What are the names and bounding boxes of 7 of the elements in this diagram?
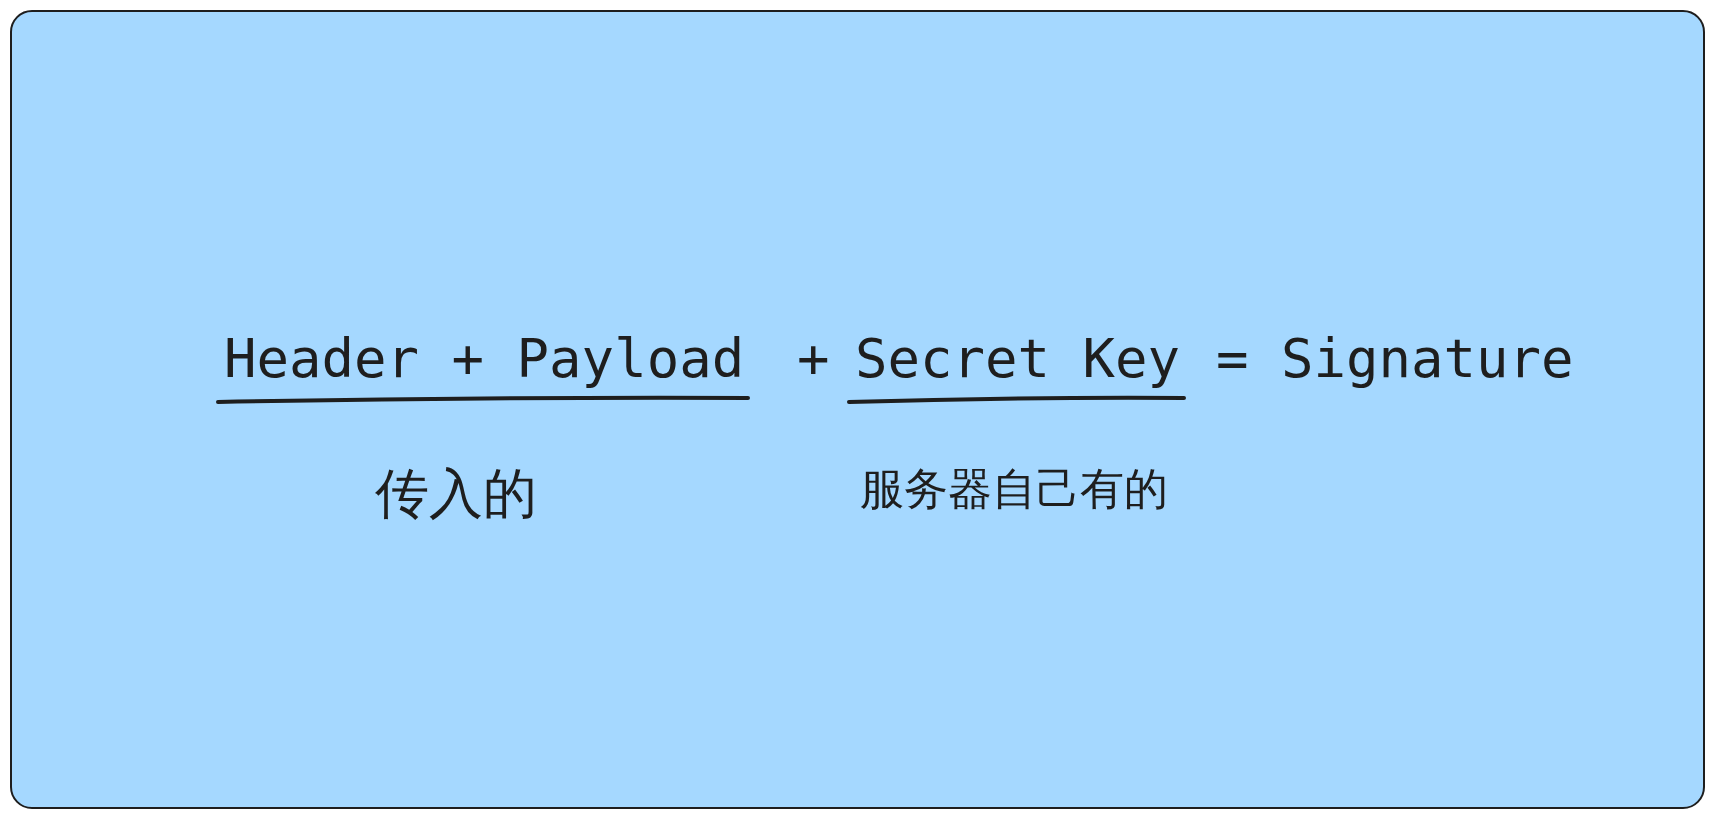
plus-sign: + (797, 332, 830, 386)
formula-card (10, 10, 1705, 809)
formula-result: = Signature (1216, 332, 1574, 386)
annotation-text: 服务器自己有的 (860, 467, 1168, 511)
annotation-text: 传入的 (375, 467, 537, 521)
formula-term: Header + Payload (224, 332, 745, 386)
formula-term: Secret Key (855, 332, 1181, 386)
